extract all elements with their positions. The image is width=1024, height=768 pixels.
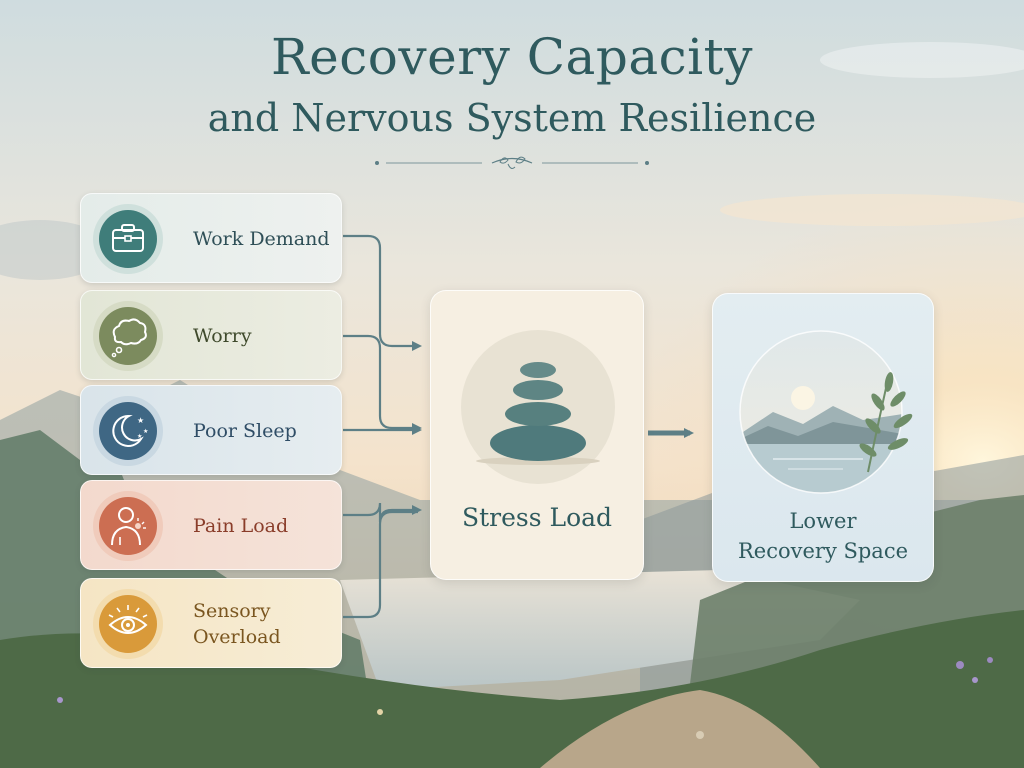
lake-mountain-leaf-icon: [739, 330, 913, 494]
svg-text:★: ★: [143, 428, 148, 435]
factor-card-pain-load: Pain Load: [80, 480, 342, 570]
page-subtitle: and Nervous System Resilience: [207, 96, 817, 140]
factor-label: Sensory Overload: [193, 600, 281, 648]
connector-work-demand: [343, 234, 422, 351]
factor-card-sensory-overload: Sensory Overload: [80, 578, 342, 668]
factor-label: Worry: [193, 325, 252, 347]
thought-cloud-icon: [93, 301, 163, 371]
recovery-space-box: Lower Recovery Space: [712, 293, 934, 582]
eye-icon: [93, 589, 163, 659]
leaf-sprig-icon: [491, 156, 533, 169]
recovery-space-label: Lower Recovery Space: [713, 506, 933, 566]
stacked-stones-icon: [461, 330, 615, 484]
connector-worry: [343, 334, 422, 433]
recovery-label-line2: Recovery Space: [737, 539, 909, 563]
briefcase-icon: [93, 204, 163, 274]
stress-load-label: Stress Load: [461, 503, 613, 532]
page-title: Recovery Capacity: [271, 28, 753, 86]
connector-pain-load: [343, 502, 422, 523]
moon-stars-icon: ★ ★ ★: [93, 396, 163, 466]
svg-text:★: ★: [137, 416, 144, 425]
factor-card-work-demand: Work Demand: [80, 193, 342, 283]
svg-text:★: ★: [137, 433, 142, 440]
factor-card-poor-sleep: ★ ★ ★ Poor Sleep: [80, 385, 342, 475]
factor-card-worry: Worry: [80, 290, 342, 380]
decorative-divider: [375, 156, 649, 169]
recovery-label-line1: Lower: [789, 509, 857, 533]
factor-label: Work Demand: [193, 228, 330, 250]
factor-label: Pain Load: [193, 515, 289, 537]
stress-load-box: Stress Load: [430, 290, 644, 580]
factor-label: Poor Sleep: [193, 420, 297, 442]
person-pain-icon: [93, 491, 163, 561]
connector-sensory-overload: [343, 510, 418, 619]
